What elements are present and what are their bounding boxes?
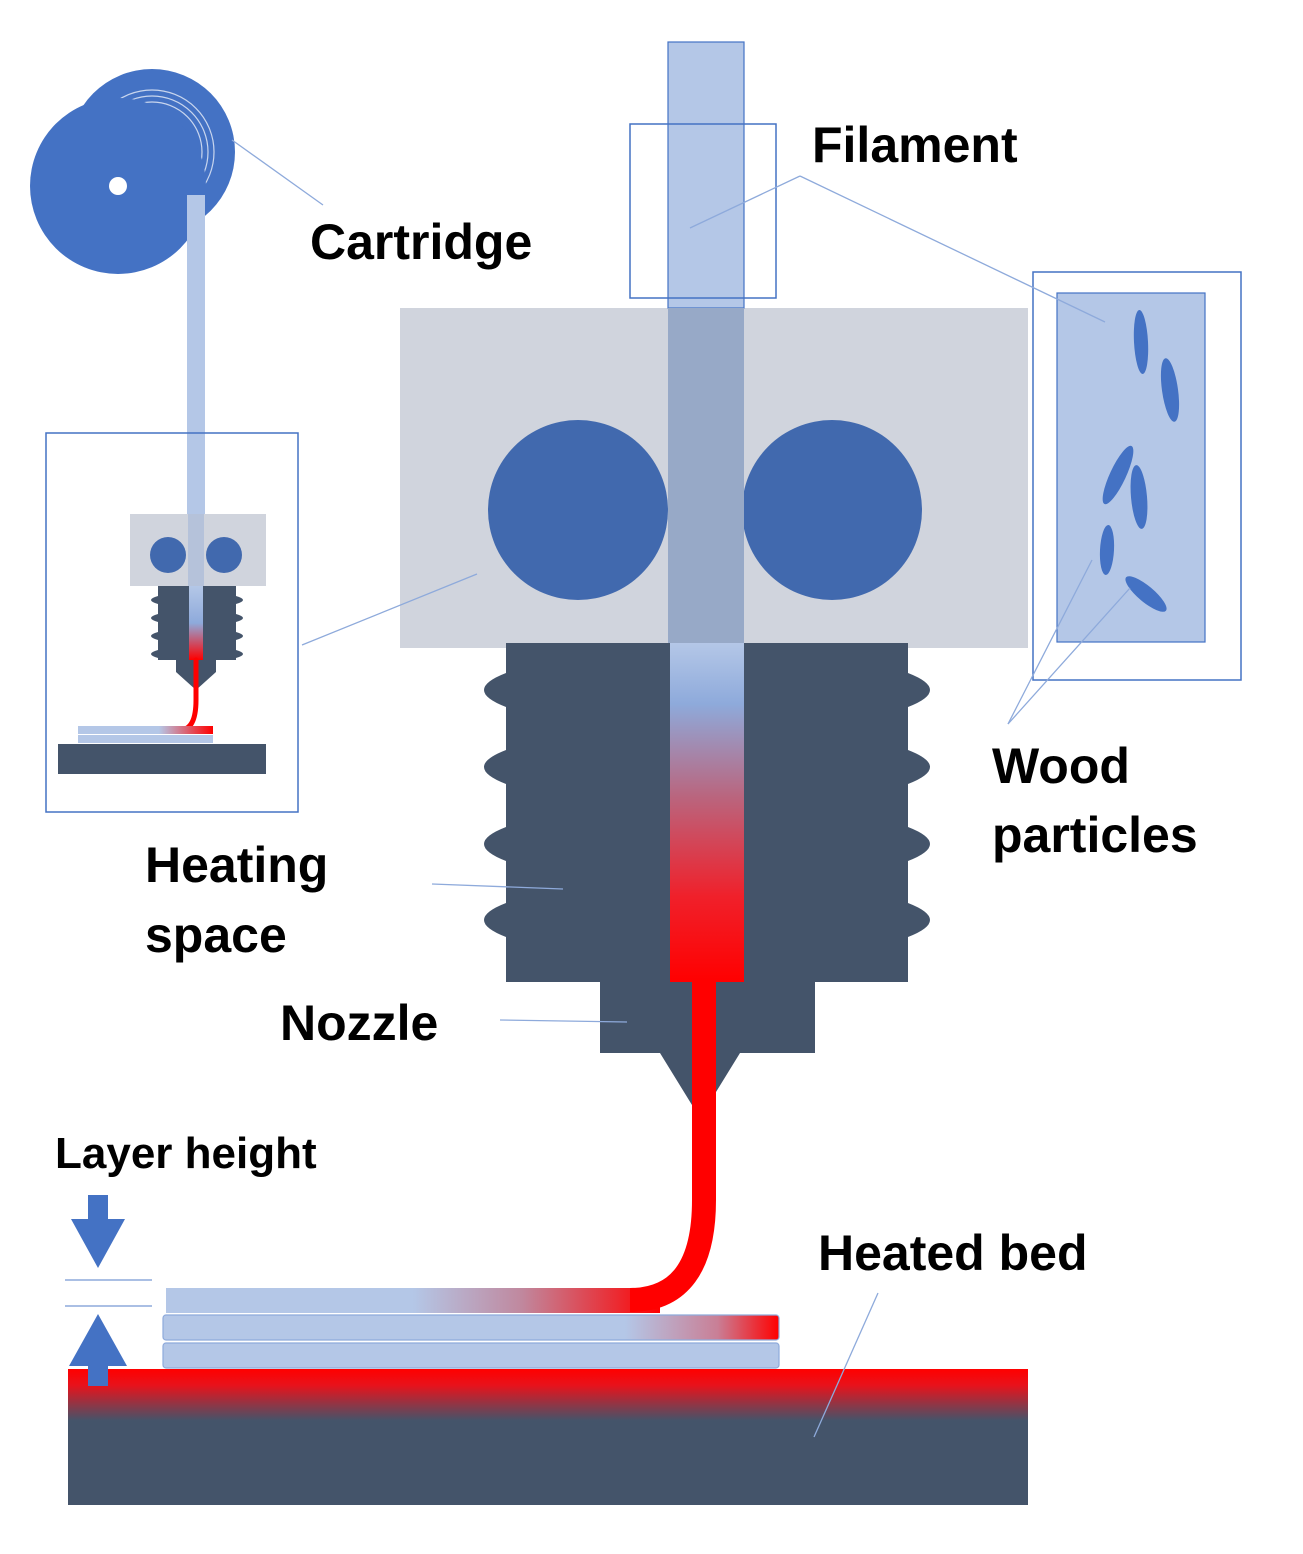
filament-highlight-box	[629, 123, 777, 299]
inset-roller-left	[150, 537, 186, 573]
wood-particle	[1102, 445, 1134, 505]
wood-particle	[1130, 465, 1148, 529]
inset-roller-right	[206, 537, 242, 573]
spool-filament-strand	[187, 195, 205, 435]
heating-label: Heating	[145, 837, 328, 893]
nozzle-label: Nozzle	[280, 995, 438, 1051]
overview-inset	[45, 432, 299, 813]
drive-roller-left	[488, 420, 668, 600]
wood-particle	[1125, 576, 1167, 612]
space-label: space	[145, 907, 287, 963]
layer-height-indicator	[65, 1195, 152, 1386]
wood-particles-inset	[1032, 271, 1242, 681]
layer-bottom	[162, 1342, 780, 1369]
inset-bed	[58, 744, 266, 774]
wood-particle	[1133, 310, 1149, 374]
filament-upper	[667, 41, 745, 309]
drive-roller-right	[742, 420, 922, 600]
leader-lines	[231, 139, 1131, 1438]
particles-label: particles	[992, 807, 1198, 863]
wood-particle	[1160, 358, 1180, 422]
heated-bed	[68, 1369, 1028, 1505]
filament-label: Filament	[812, 117, 1018, 173]
arrow-up-icon	[69, 1314, 127, 1386]
filament-in-block	[668, 308, 744, 643]
spool-hole-icon	[109, 177, 127, 195]
extruded-strand	[629, 1110, 716, 1312]
wood-particle	[1099, 525, 1115, 575]
layer-top	[166, 1288, 660, 1313]
wood-label: Wood	[992, 738, 1130, 794]
layer-height-label: Layer height	[55, 1129, 317, 1178]
heated-bed-label: Heated bed	[818, 1225, 1088, 1281]
layer-middle	[162, 1314, 780, 1341]
filament-melt-zone	[670, 643, 744, 982]
filament-spool	[30, 69, 235, 274]
arrow-down-icon	[71, 1195, 125, 1268]
cartridge-label: Cartridge	[310, 214, 532, 270]
inset-filament	[187, 434, 205, 514]
nozzle-channel	[692, 980, 716, 1118]
